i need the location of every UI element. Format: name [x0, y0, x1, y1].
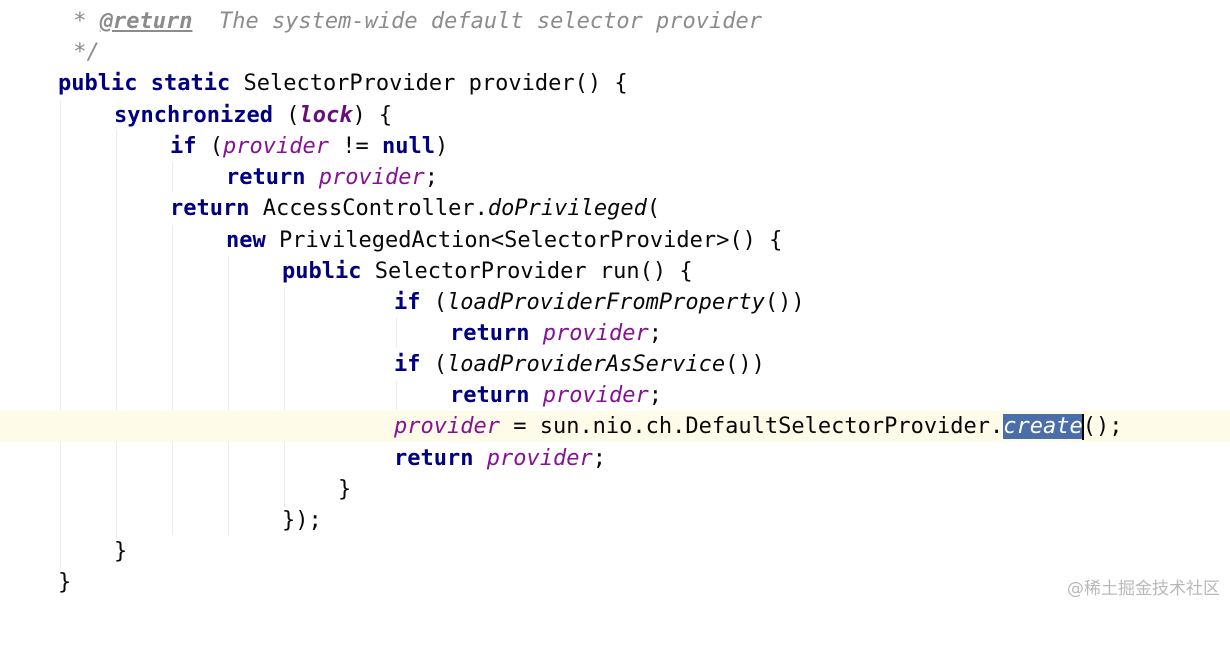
keyword: public: [58, 71, 138, 96]
code-line[interactable]: }: [0, 567, 1230, 598]
code-line[interactable]: synchronized (lock) {: [0, 100, 1230, 131]
keyword: if: [394, 352, 421, 377]
closing-brace: });: [282, 508, 322, 533]
punctuation: ()): [725, 352, 765, 377]
static-method-call: loadProviderAsService: [447, 352, 726, 377]
indent-guide: [60, 100, 61, 570]
code-editor[interactable]: * @return The system-wide default select…: [0, 0, 1230, 603]
code-line[interactable]: if (loadProviderFromProperty()): [0, 287, 1230, 318]
field-provider: provider: [223, 134, 329, 159]
punctuation: ) {: [352, 103, 393, 128]
keyword: static: [150, 71, 231, 96]
keyword: return: [226, 165, 306, 190]
method-signature: SelectorProvider provider() {: [243, 71, 628, 96]
keyword: return: [170, 196, 250, 221]
indent-guide: [396, 318, 397, 348]
code-line[interactable]: });: [0, 505, 1230, 536]
punctuation: (: [646, 196, 661, 221]
punctuation: ;: [424, 165, 438, 190]
code-line[interactable]: return provider;: [0, 162, 1230, 193]
closing-brace: }: [114, 539, 128, 564]
keyword: synchronized: [114, 103, 273, 128]
indent-guide: [116, 130, 117, 540]
field-provider: provider: [486, 446, 593, 471]
doc-comment: *: [60, 9, 100, 34]
indent-guide: [172, 225, 173, 535]
field-provider: provider: [542, 383, 649, 408]
code-line[interactable]: }: [0, 474, 1230, 505]
javadoc-return-tag: @return: [99, 9, 193, 34]
punctuation: ;: [592, 446, 606, 471]
code-line[interactable]: if (provider != null): [0, 131, 1230, 162]
code-line[interactable]: return provider;: [0, 443, 1230, 474]
field-provider: provider: [394, 414, 500, 439]
field-provider: provider: [318, 165, 425, 190]
punctuation: ;: [648, 321, 662, 346]
punctuation: ();: [1082, 414, 1123, 439]
code-line[interactable]: return provider;: [0, 380, 1230, 411]
keyword: new: [226, 228, 266, 253]
field-provider: provider: [542, 321, 649, 346]
code-line[interactable]: }: [0, 536, 1230, 567]
anonymous-class: PrivilegedAction<SelectorProvider>() {: [265, 228, 783, 253]
operator: !=: [328, 134, 382, 159]
selected-text[interactable]: create: [1003, 414, 1083, 439]
keyword: return: [450, 321, 530, 346]
method-signature: SelectorProvider run() {: [361, 259, 693, 284]
closing-brace: }: [338, 477, 352, 502]
watermark: @稀土掘金技术社区: [1067, 579, 1220, 599]
keyword: if: [394, 290, 421, 315]
code-line[interactable]: */: [0, 37, 1230, 68]
qualified-class: = sun.nio.ch.DefaultSelectorProvider.: [499, 414, 1004, 439]
keyword: return: [394, 446, 474, 471]
closing-brace: }: [58, 570, 72, 595]
punctuation: ;: [648, 383, 662, 408]
text-caret: [1081, 414, 1084, 440]
indent-guide: [228, 256, 229, 536]
punctuation: ()): [764, 290, 805, 315]
punctuation: (: [420, 290, 447, 315]
keyword: return: [450, 383, 530, 408]
doc-comment-text: The system-wide default selector provide…: [192, 9, 763, 34]
current-line[interactable]: provider = sun.nio.ch.DefaultSelectorPro…: [0, 411, 1230, 442]
doc-comment-end: */: [60, 40, 100, 65]
code-line[interactable]: if (loadProviderAsService()): [0, 349, 1230, 380]
keyword: if: [170, 134, 197, 159]
method-create: create: [1003, 414, 1083, 439]
keyword: public: [282, 259, 362, 284]
indent-guide: [172, 162, 173, 192]
indent-guide: [396, 380, 397, 410]
code-line[interactable]: return AccessController.doPrivileged(: [0, 193, 1230, 224]
static-method-call: doPrivileged: [487, 196, 647, 221]
punctuation: (: [196, 134, 223, 159]
code-line[interactable]: new PrivilegedAction<SelectorProvider>()…: [0, 225, 1230, 256]
punctuation: (: [420, 352, 447, 377]
static-method-call: loadProviderFromProperty: [447, 290, 765, 315]
field-lock: lock: [299, 103, 353, 128]
code-line[interactable]: public static SelectorProvider provider(…: [0, 68, 1230, 99]
indent-guide: [284, 287, 285, 507]
code-line[interactable]: * @return The system-wide default select…: [0, 6, 1230, 37]
punctuation: (: [272, 103, 300, 128]
keyword: null: [381, 134, 435, 159]
class-reference: AccessController.: [249, 196, 488, 221]
code-line[interactable]: return provider;: [0, 318, 1230, 349]
code-line[interactable]: public SelectorProvider run() {: [0, 256, 1230, 287]
punctuation: ): [434, 134, 449, 159]
